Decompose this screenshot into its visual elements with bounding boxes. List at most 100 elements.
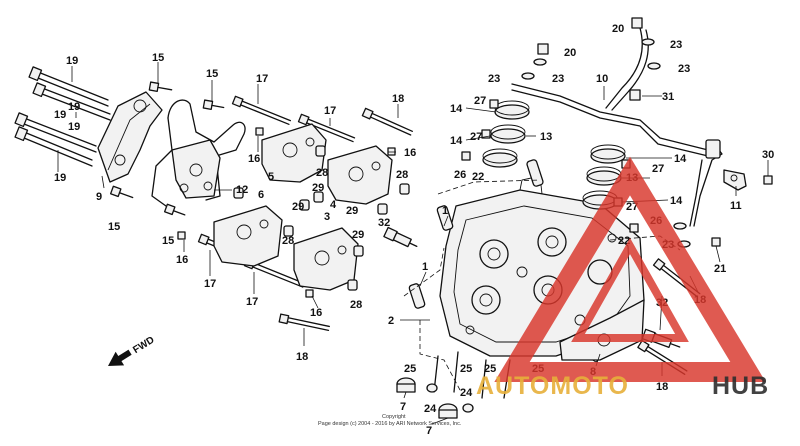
callout-14: 14 (450, 103, 463, 115)
callout-19: 19 (54, 172, 66, 184)
callout-28: 28 (396, 169, 408, 181)
callout-29: 29 (292, 201, 304, 213)
flange-bolt (148, 81, 173, 92)
callout-3: 3 (324, 211, 330, 223)
banjo-bolts-washers (521, 17, 691, 248)
callout-15: 15 (152, 52, 164, 64)
callout-1: 1 (422, 261, 428, 273)
callout-23: 23 (552, 73, 564, 85)
oil-pipe (511, 27, 723, 227)
callout-27: 27 (470, 131, 482, 143)
small-screws (177, 127, 396, 298)
callout-15: 15 (162, 235, 174, 247)
cam-holder-upper-left (261, 123, 327, 183)
long-bolt (278, 313, 330, 332)
callout-32: 32 (378, 217, 390, 229)
callout-17: 17 (324, 105, 336, 117)
callout-16: 16 (176, 254, 188, 266)
callout-18: 18 (656, 381, 668, 393)
callout-10: 10 (596, 73, 608, 85)
callout-14: 14 (674, 153, 687, 165)
brand-hub: HUB (712, 372, 769, 400)
callout-5: 5 (268, 171, 274, 183)
callout-2: 2 (388, 315, 394, 327)
callout-18: 18 (296, 351, 308, 363)
spark-plug-left (383, 226, 418, 248)
copyright-title: Copyright (382, 414, 406, 420)
callout-23: 23 (678, 63, 690, 75)
callout-11: 11 (730, 200, 742, 212)
warning-triangle-logo (494, 156, 766, 382)
callout-16: 16 (404, 147, 416, 159)
flange-bolts-15 (109, 81, 225, 216)
cam-holder-upper-right (327, 145, 393, 205)
callout-25: 25 (484, 363, 496, 375)
callout-27: 27 (474, 95, 486, 107)
callout-20: 20 (564, 47, 576, 59)
callout-20: 20 (612, 23, 624, 35)
callout-13: 13 (540, 131, 552, 143)
callout-15: 15 (108, 221, 120, 233)
callout-6: 6 (258, 189, 264, 201)
hanger-frame (151, 99, 246, 207)
callout-29: 29 (312, 182, 324, 194)
callout-30: 30 (762, 149, 774, 161)
flange-bolt (163, 203, 186, 216)
callout-23: 23 (670, 39, 682, 51)
callout-24: 24 (460, 387, 473, 399)
callout-21: 21 (714, 263, 726, 275)
callout-7: 7 (400, 401, 406, 413)
callout-16: 16 (310, 307, 322, 319)
callout-19: 19 (68, 121, 80, 133)
callout-7: 7 (426, 425, 432, 437)
camshaft-holders (213, 123, 393, 291)
stud-bolt (231, 95, 292, 125)
callout-15: 15 (206, 68, 218, 80)
cam-holder-lower-right (293, 227, 359, 291)
callout-31: 31 (662, 91, 674, 103)
callout-24: 24 (424, 403, 437, 415)
callout-25: 25 (404, 363, 416, 375)
mounting-bracket (97, 91, 163, 183)
callout-28: 28 (316, 167, 328, 179)
callout-19: 19 (54, 109, 66, 121)
dowel-pins (233, 145, 410, 291)
callout-29: 29 (346, 205, 358, 217)
callout-17: 17 (204, 278, 216, 290)
callout-29: 29 (352, 229, 364, 241)
callout-23: 23 (488, 73, 500, 85)
grommets (482, 100, 626, 210)
cam-holder-lower-left (213, 205, 283, 267)
callout-12: 12 (236, 184, 248, 196)
callout-14: 14 (670, 195, 683, 207)
callout-28: 28 (282, 235, 294, 247)
callout-25: 25 (460, 363, 472, 375)
callout-18: 18 (392, 93, 404, 105)
long-bolt (28, 66, 109, 107)
callout-14: 14 (450, 135, 463, 147)
pipe-bracket-11 (723, 169, 747, 191)
automotohub-logo: AUTOMOTO HUB (476, 156, 769, 400)
flange-bolt (109, 185, 134, 199)
caps-and-washers (396, 377, 474, 419)
fwd-label: FWD (131, 335, 156, 356)
long-bolt (361, 107, 413, 136)
callout-26: 26 (454, 169, 466, 181)
callout-1: 1 (442, 205, 448, 217)
callout-17: 17 (246, 296, 258, 308)
long-bolt (14, 112, 97, 153)
copyright-text: Page design (c) 2004 - 2016 by ARI Netwo… (318, 421, 462, 427)
fwd-arrow: FWD (108, 335, 156, 366)
callout-28: 28 (350, 299, 362, 311)
long-bolt (32, 82, 111, 121)
callout-17: 17 (256, 73, 268, 85)
callout-9: 9 (96, 191, 102, 203)
callout-19: 19 (68, 101, 80, 113)
callout-labels: 19 19 19 19 19 9 15 15 15 15 16 16 16 16… (54, 23, 774, 437)
brand-automoto: AUTOMOTO (476, 372, 629, 400)
dowel-pins-1 (408, 159, 544, 309)
flange-bolt (202, 99, 225, 110)
callout-27: 27 (652, 163, 664, 175)
